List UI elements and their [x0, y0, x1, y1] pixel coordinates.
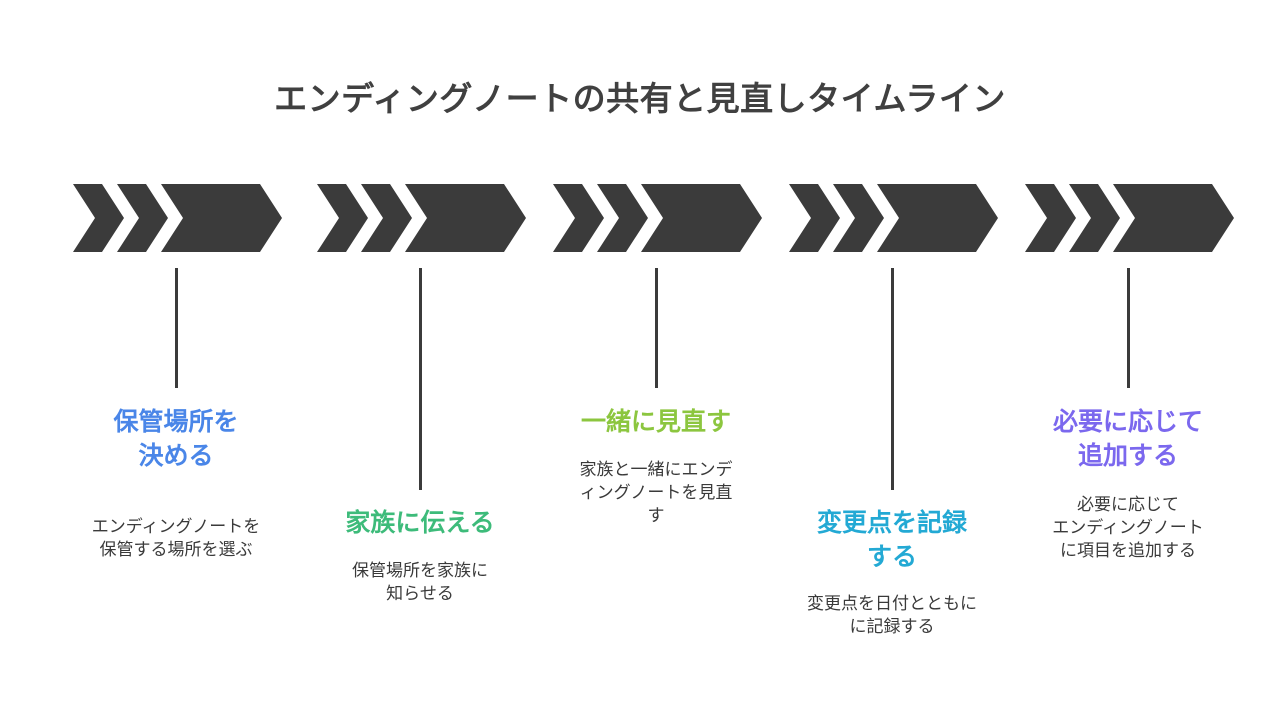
step-5-description-line: エンディングノート	[1052, 518, 1204, 538]
step-5-title: 必要に応じて 追加する	[1008, 405, 1248, 473]
step-2-description-line: 保管場所を家族に	[352, 561, 488, 581]
step-3-description-line: ィングノートを見直	[579, 483, 733, 503]
step-5-title-line: 必要に応じて	[1052, 407, 1203, 436]
chevron-large-icon	[877, 184, 998, 252]
step-4-description: 変更点を日付とともに に記録する	[772, 593, 1012, 639]
step-4-title-line: 変更点を記録	[816, 508, 967, 537]
connector-line-4	[891, 268, 894, 490]
step-1-description-line: 保管する場所を選ぶ	[99, 540, 253, 560]
chevron-small-icon	[1025, 184, 1076, 252]
chevron-large-icon	[161, 184, 282, 252]
step-4-description-line: に記録する	[849, 617, 935, 637]
chevron-group-2	[317, 184, 526, 252]
step-5-description-line: に項目を追加する	[1060, 541, 1196, 561]
connector-line-1	[175, 268, 178, 388]
step-3-description: 家族と一緒にエンデ ィングノートを見直 す	[536, 459, 776, 528]
step-3-description-line: す	[647, 506, 665, 526]
step-2-description: 保管場所を家族に 知らせる	[300, 560, 540, 606]
step-2-description-line: 知らせる	[386, 584, 454, 604]
chevron-small-icon	[1069, 184, 1120, 252]
chevron-small-icon	[73, 184, 124, 252]
step-5-description-line: 必要に応じて	[1077, 495, 1179, 515]
step-4-title-line: する	[866, 542, 917, 571]
step-3-description-line: 家族と一緒にエンデ	[579, 460, 733, 480]
step-3-title: 一緒に見直す	[536, 405, 776, 439]
chevron-row	[73, 184, 1234, 252]
chevron-large-icon	[405, 184, 526, 252]
step-5-title-line: 追加する	[1077, 441, 1178, 470]
chevron-small-icon	[553, 184, 604, 252]
chevron-large-icon	[1113, 184, 1234, 252]
chevron-group-1	[73, 184, 282, 252]
step-2-title-line: 家族に伝える	[345, 508, 495, 537]
step-1-title: 保管場所を 決める	[56, 405, 296, 473]
chevron-group-5	[1025, 184, 1234, 252]
step-2-title: 家族に伝える	[300, 506, 540, 540]
chevron-large-icon	[641, 184, 762, 252]
step-1-title-line: 保管場所を	[113, 407, 239, 436]
chevron-small-icon	[597, 184, 648, 252]
chevron-small-icon	[833, 184, 884, 252]
diagram-title: エンディングノートの共有と見直しタイムライン	[274, 79, 1006, 118]
connector-line-2	[419, 268, 422, 490]
step-4-title: 変更点を記録 する	[772, 506, 1012, 574]
step-4-description-line: 変更点を日付とともに	[807, 594, 977, 614]
step-1-description-line: エンディングノートを	[91, 517, 261, 537]
step-5-description: 必要に応じて エンディングノート に項目を追加する	[1008, 494, 1248, 563]
connector-line-5	[1127, 268, 1130, 388]
chevron-group-4	[789, 184, 998, 252]
chevron-small-icon	[361, 184, 412, 252]
chevron-small-icon	[789, 184, 840, 252]
connector-line-3	[655, 268, 658, 388]
chevron-small-icon	[117, 184, 168, 252]
step-1-title-line: 決める	[138, 441, 214, 470]
step-3-title-line: 一緒に見直す	[580, 407, 731, 436]
chevron-small-icon	[317, 184, 368, 252]
step-1-description: エンディングノートを 保管する場所を選ぶ	[56, 516, 296, 562]
chevron-group-3	[553, 184, 762, 252]
